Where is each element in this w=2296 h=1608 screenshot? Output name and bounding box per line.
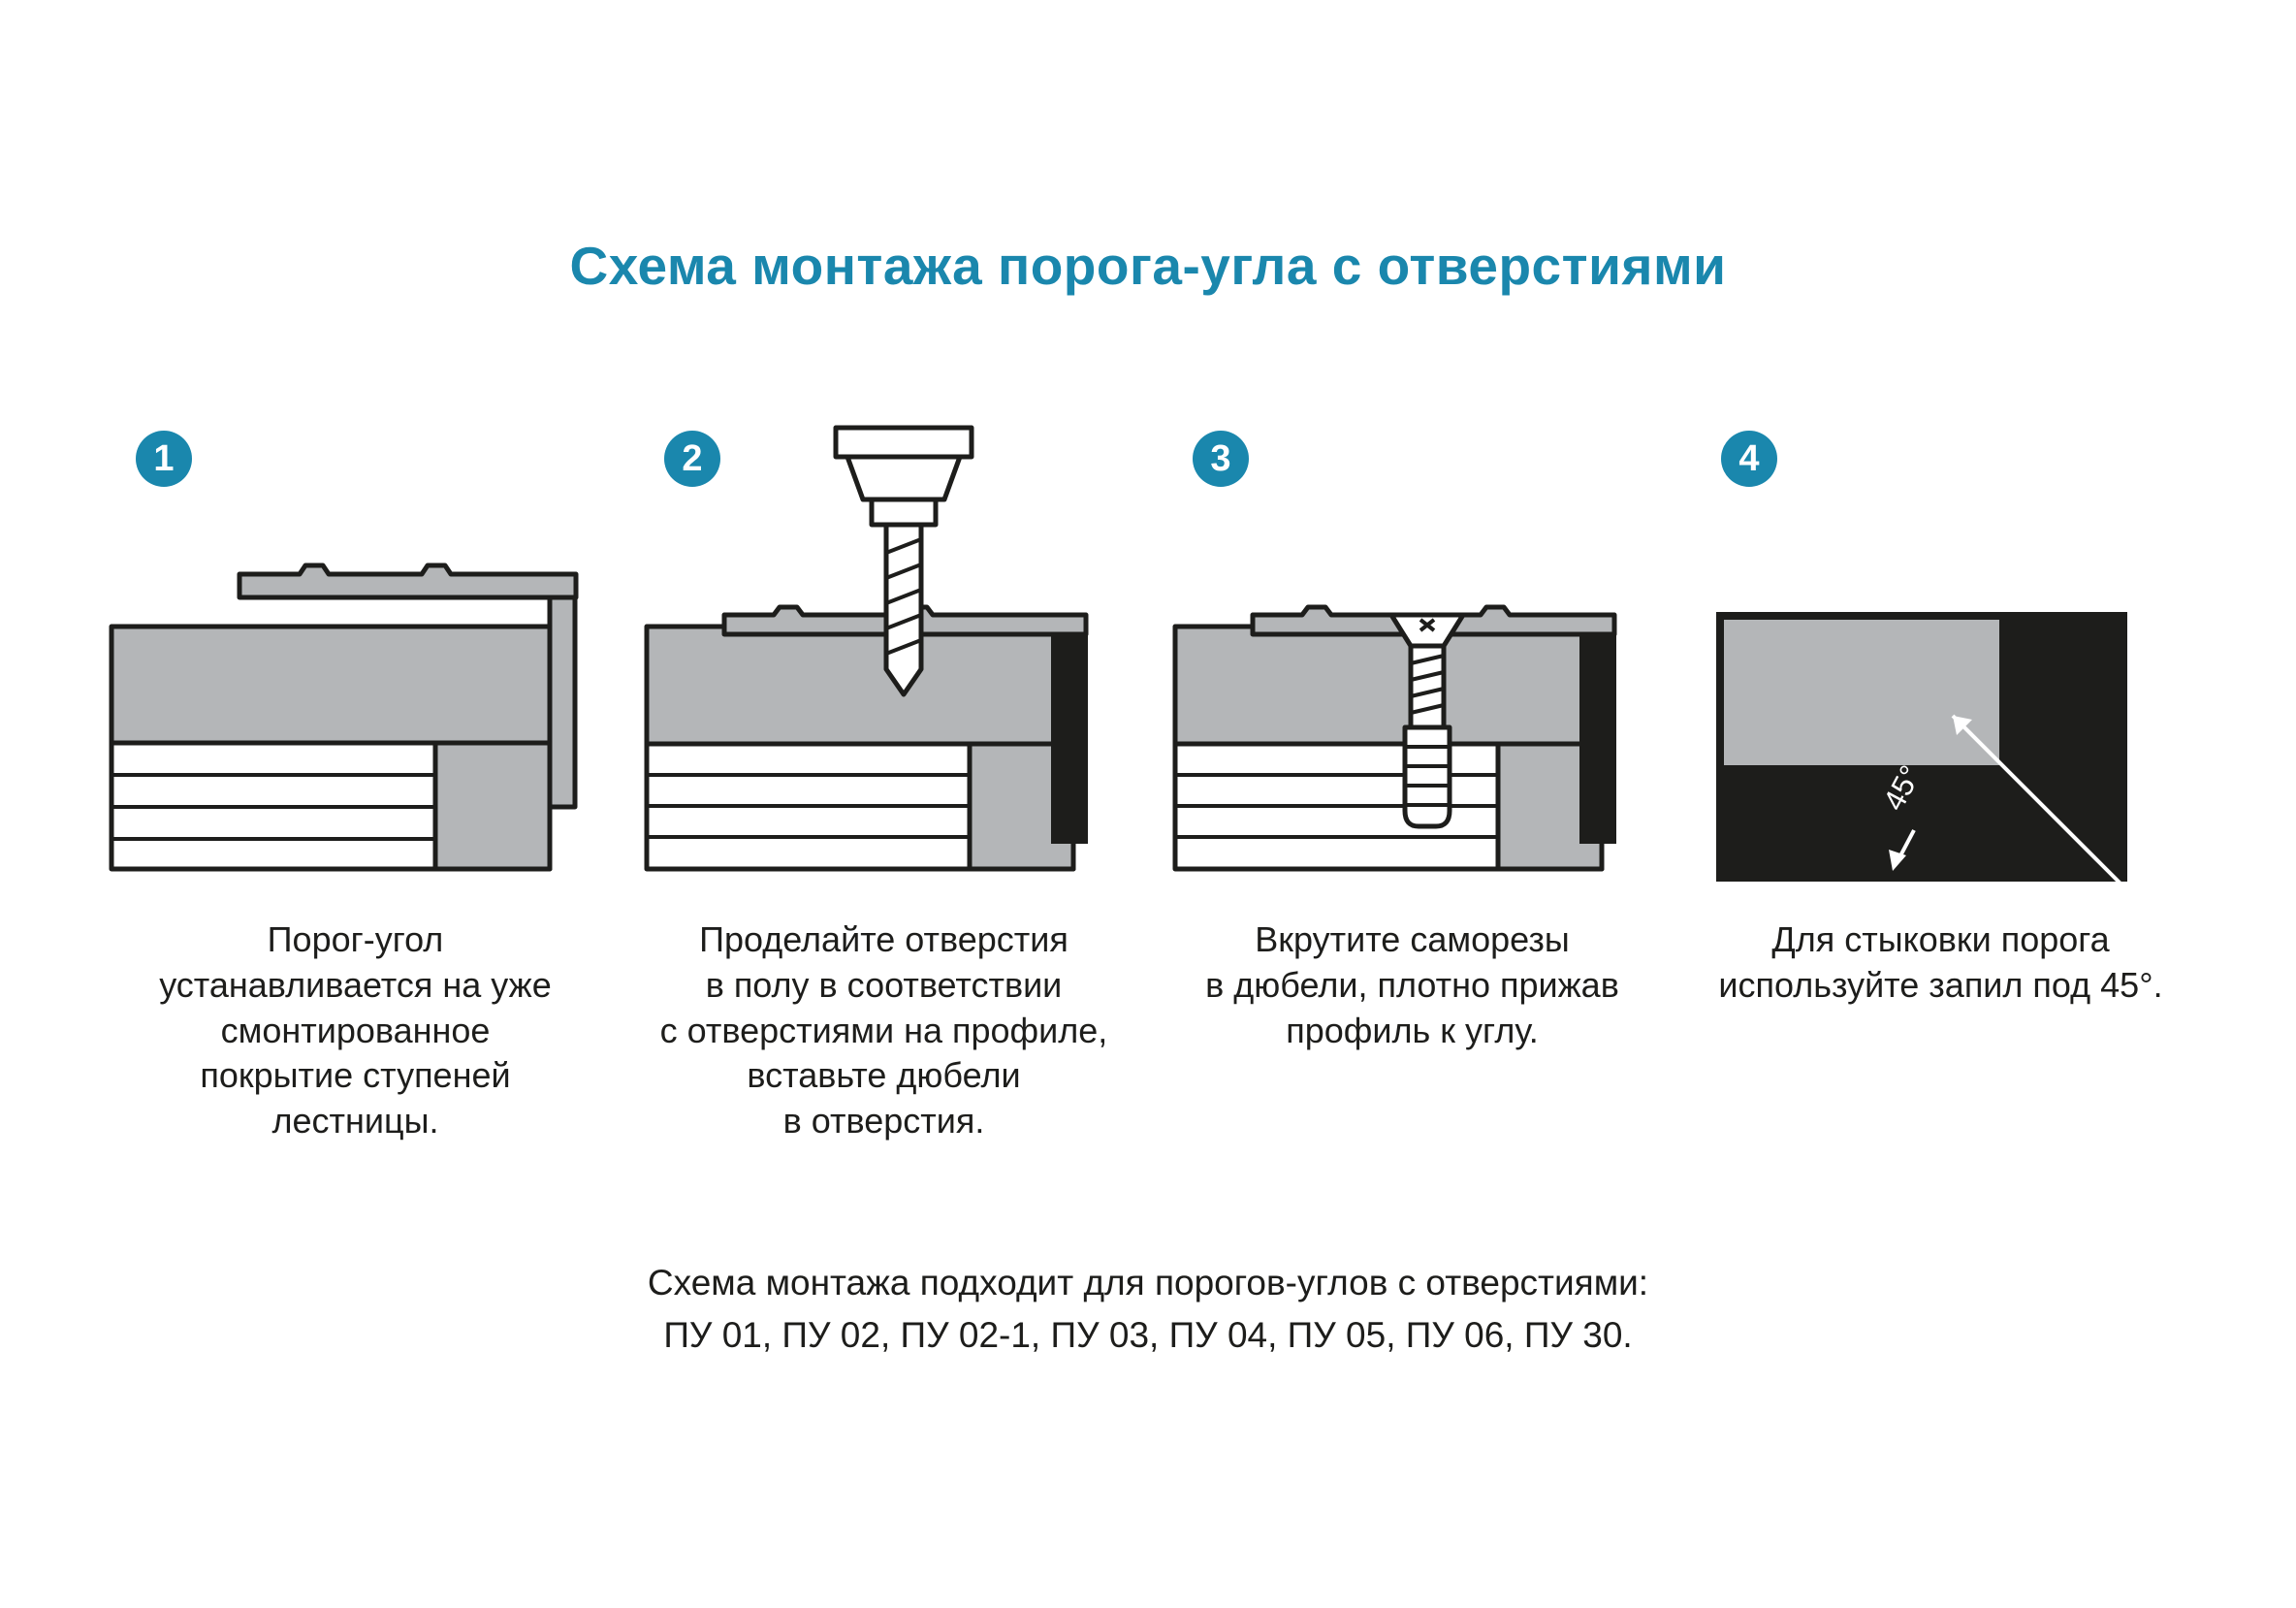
screw-head — [1388, 612, 1465, 649]
profile-horizontal-bar — [237, 563, 578, 600]
step-2-illustration-drilling — [644, 425, 1088, 872]
footer-note: Схема монтажа подходит для порогов-углов… — [0, 1257, 2296, 1361]
miter-cut-line — [1951, 714, 2123, 887]
page-title: Схема монтажа порога-угла с отверстиями — [569, 236, 1727, 296]
step-3-number-badge: 3 — [1193, 431, 1249, 487]
profile-vertical-leg — [1578, 617, 1616, 844]
cut-line-arrowhead — [1952, 716, 1972, 735]
step-1-caption: Порог-угол устанавливается на уже смонти… — [159, 919, 552, 1142]
footer-line-1: Схема монтажа подходит для порогов-углов… — [647, 1263, 1649, 1302]
screw-cross-slot — [1419, 618, 1435, 632]
step-4-number-badge: 4 — [1721, 431, 1777, 487]
angle-arrowhead — [1888, 850, 1906, 871]
step-2: 2 Продел — [620, 425, 1148, 1144]
profile-vertical-leg — [1050, 617, 1088, 844]
stair-slab — [109, 624, 552, 746]
step-4-illustration-miter-joint: 45° — [1715, 612, 2127, 887]
screw-threads — [1410, 654, 1444, 715]
step-4: 4 45° Для стыковки порога используйте за… — [1676, 425, 2205, 1144]
dowel-ribs — [1406, 745, 1448, 807]
step-3: 3 — [1148, 425, 1676, 1144]
boards-end-block — [432, 740, 552, 872]
step-2-number-badge: 2 — [664, 431, 720, 487]
profile-top-view — [1719, 616, 2003, 769]
drill-taper — [845, 454, 962, 502]
profile-vertical-leg — [547, 575, 577, 810]
step-2-caption: Проделайте отверстия в полу в соответств… — [659, 919, 1108, 1142]
dowel-icon — [1402, 724, 1451, 829]
drill-chuck — [833, 425, 973, 460]
stair-slab — [644, 624, 1075, 747]
dowel-body — [1402, 724, 1451, 829]
drill-icon — [833, 425, 973, 697]
step-3-caption: Вкрутите саморезы в дюбели, плотно прижа… — [1205, 919, 1619, 1050]
stair-slab — [1172, 624, 1604, 747]
step-1: 1 Порог-угол устанавливается на уже смон… — [91, 425, 620, 1144]
step-4-caption: Для стыковки порога используйте запил по… — [1718, 919, 2163, 1005]
step-1-number-badge: 1 — [136, 431, 192, 487]
drill-collar — [869, 497, 938, 528]
screw-icon — [1388, 612, 1465, 730]
step-1-illustration-corner-profile-on-stair — [109, 563, 578, 872]
drill-bit-flutes — [884, 537, 922, 656]
step-3-illustration-screwing — [1172, 604, 1616, 872]
footer-line-2: ПУ 01, ПУ 02, ПУ 02-1, ПУ 03, ПУ 04, ПУ … — [663, 1314, 1633, 1355]
steps-row: 1 Порог-угол устанавливается на уже смон… — [91, 425, 2205, 1144]
